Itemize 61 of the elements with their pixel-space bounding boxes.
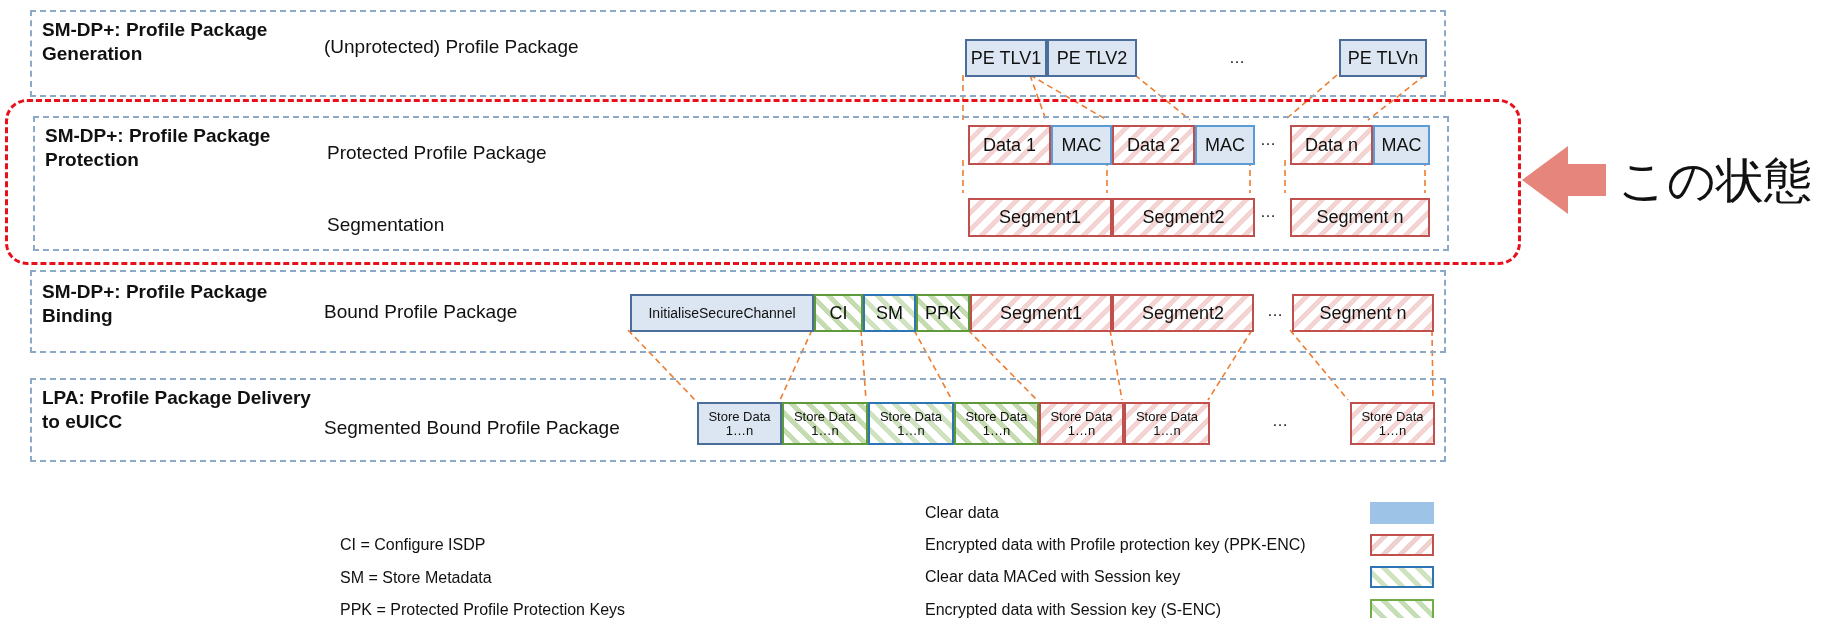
data-block: Segment1 bbox=[970, 294, 1112, 332]
stage-band bbox=[30, 10, 1446, 97]
stage-label: Segmentation bbox=[327, 214, 445, 236]
stage-label: (Unprotected) Profile Package bbox=[324, 36, 579, 58]
data-block: Store Data 1…n bbox=[782, 402, 868, 445]
ellipsis: … bbox=[1272, 412, 1288, 430]
data-block: Segment n bbox=[1290, 198, 1430, 237]
legend-text: Encrypted data with Session key (S-ENC) bbox=[925, 601, 1222, 618]
data-block: Segment2 bbox=[1112, 198, 1255, 237]
dashed-connector bbox=[962, 159, 964, 194]
legend-text: Clear data MACed with Session key bbox=[925, 568, 1181, 586]
dashed-connector bbox=[967, 329, 1038, 401]
ellipsis: … bbox=[1260, 203, 1276, 221]
data-block: PE TLVn bbox=[1339, 39, 1427, 77]
stage-label: Protected Profile Package bbox=[327, 142, 547, 164]
stage-band bbox=[30, 270, 1446, 353]
stage-label: Segmented Bound Profile Package bbox=[324, 417, 620, 439]
data-block: Store Data 1…n bbox=[1124, 402, 1210, 445]
abbreviation-note: SM = Store Metadata bbox=[340, 569, 492, 587]
data-block: MAC bbox=[1373, 125, 1430, 165]
data-block: PPK bbox=[916, 294, 970, 332]
abbreviation-note: PPK = Protected Profile Protection Keys bbox=[340, 601, 626, 618]
data-block: PE TLV1 bbox=[965, 39, 1047, 77]
stage-label: Bound Profile Package bbox=[324, 301, 518, 323]
data-block: Segment1 bbox=[968, 198, 1112, 237]
legend-text: Encrypted data with Profile protection key (PPK-ENC) bbox=[925, 536, 1306, 554]
stage-heading: SM-DP+: Profile Package Protection bbox=[45, 124, 272, 172]
annotation-text: この状態 bbox=[1618, 145, 1840, 215]
ellipsis: … bbox=[1229, 49, 1245, 67]
data-block: SM bbox=[863, 294, 916, 332]
stage-band bbox=[30, 378, 1446, 462]
dashed-connector bbox=[1284, 159, 1286, 194]
stage-heading: LPA: Profile Package Delivery to eUICC bbox=[42, 386, 312, 434]
dashed-connector bbox=[962, 74, 964, 121]
ellipsis: … bbox=[1260, 131, 1276, 149]
data-block: InitialiseSecureChannel bbox=[630, 294, 814, 332]
data-block: PE TLV2 bbox=[1047, 39, 1137, 77]
data-block: Store Data 1…n bbox=[868, 402, 954, 445]
dashed-connector bbox=[1289, 329, 1349, 401]
stage-heading: SM-DP+: Profile Package Generation bbox=[42, 18, 269, 66]
block-arrow bbox=[1522, 146, 1606, 214]
data-block: CI bbox=[814, 294, 863, 332]
data-block: MAC bbox=[1051, 125, 1112, 165]
dashed-connector bbox=[1284, 74, 1338, 121]
abbreviation-note: CI = Configure ISDP bbox=[340, 536, 486, 554]
data-block: Segment2 bbox=[1112, 294, 1254, 332]
highlight-frame bbox=[5, 99, 1521, 265]
stage-band bbox=[33, 116, 1449, 251]
data-block: Store Data 1…n bbox=[697, 402, 782, 445]
data-block: Store Data 1…n bbox=[1039, 402, 1124, 445]
ellipsis: … bbox=[1267, 302, 1283, 320]
data-block: Store Data 1…n bbox=[1350, 402, 1435, 445]
data-block: Data 2 bbox=[1112, 125, 1195, 165]
data-block: Store Data 1…n bbox=[954, 402, 1039, 445]
data-block: Segment n bbox=[1292, 294, 1434, 332]
dashed-connector bbox=[1134, 74, 1191, 121]
data-block: MAC bbox=[1195, 125, 1255, 165]
stage-heading: SM-DP+: Profile Package Binding bbox=[42, 280, 269, 328]
legend-text: Clear data bbox=[925, 504, 999, 522]
data-block: Data n bbox=[1290, 125, 1373, 165]
data-block: Data 1 bbox=[968, 125, 1051, 165]
